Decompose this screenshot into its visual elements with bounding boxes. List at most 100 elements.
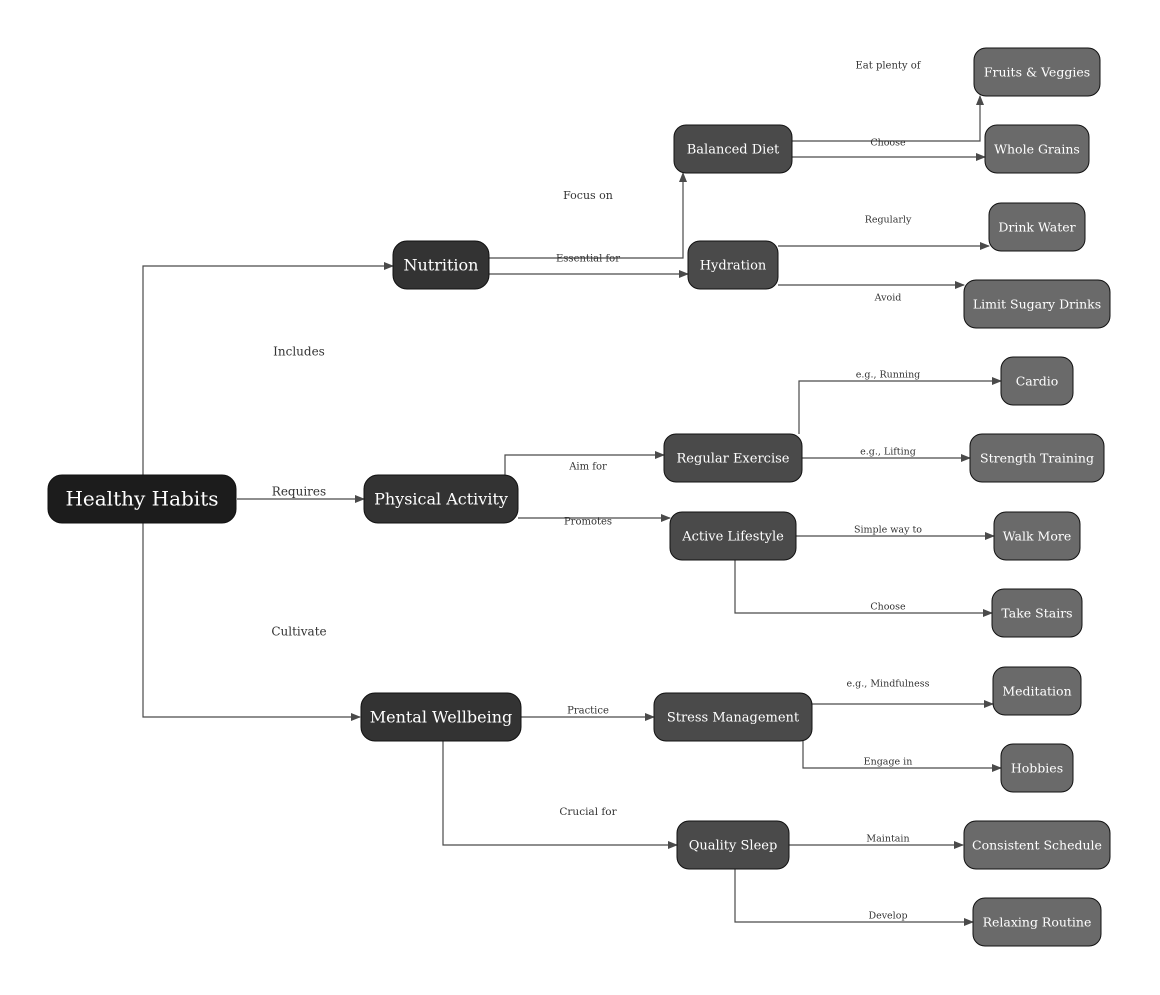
node-box-cardio [1000, 356, 1074, 406]
edges-layer [142, 95, 1002, 926]
edge-label-healthy-habits-to-nutrition: Includes [273, 345, 325, 359]
node-box-fruits-veggies [973, 47, 1101, 97]
node-nutrition: Nutrition [392, 240, 490, 290]
node-take-stairs: Take Stairs [991, 588, 1083, 638]
node-cardio: Cardio [1000, 356, 1074, 406]
node-label-stress-management: Stress Management [667, 711, 800, 726]
node-strength-training: Strength Training [969, 433, 1105, 483]
node-box-regular-exercise [663, 433, 803, 483]
node-box-whole-grains [984, 124, 1090, 174]
node-box-relaxing-routine [972, 897, 1102, 947]
edge-label-stress-management-to-hobbies: Engage in [864, 757, 913, 768]
node-consistent-schedule: Consistent Schedule [963, 820, 1111, 870]
node-regular-exercise: Regular Exercise [663, 433, 803, 483]
node-box-nutrition [392, 240, 490, 290]
edge-physical-activity-to-regular-exercise [504, 451, 665, 475]
edge-label-hydration-to-limit-sugary-drinks: Avoid [874, 293, 902, 304]
node-hydration: Hydration [687, 240, 779, 290]
node-box-hobbies [1000, 743, 1074, 793]
node-box-drink-water [988, 202, 1086, 252]
node-drink-water: Drink Water [988, 202, 1086, 252]
node-box-physical-activity [363, 474, 519, 524]
edge-label-mental-wellbeing-to-quality-sleep: Crucial for [559, 806, 617, 818]
edge-label-healthy-habits-to-mental-wellbeing: Cultivate [271, 625, 326, 639]
edge-healthy-habits-to-mental-wellbeing [142, 523, 361, 721]
node-label-take-stairs: Take Stairs [1001, 606, 1072, 621]
edge-label-nutrition-to-balanced-diet: Focus on [563, 189, 613, 202]
node-box-consistent-schedule [963, 820, 1111, 870]
edge-label-active-lifestyle-to-take-stairs: Choose [870, 602, 906, 613]
node-label-active-lifestyle: Active Lifestyle [681, 530, 784, 545]
edge-active-lifestyle-to-take-stairs [734, 560, 993, 617]
node-label-relaxing-routine: Relaxing Routine [983, 915, 1092, 930]
node-box-active-lifestyle [669, 511, 797, 561]
node-mental-wellbeing: Mental Wellbeing [360, 692, 522, 742]
edge-label-mental-wellbeing-to-stress-management: Practice [567, 706, 609, 717]
edge-label-balanced-diet-to-whole-grains: Choose [870, 138, 906, 149]
node-label-healthy-habits: Healthy Habits [65, 487, 218, 511]
edge-label-regular-exercise-to-cardio: e.g., Running [856, 370, 921, 381]
node-balanced-diet: Balanced Diet [673, 124, 793, 174]
edge-label-quality-sleep-to-consistent-schedule: Maintain [866, 834, 909, 845]
node-box-limit-sugary-drinks [963, 279, 1111, 329]
edge-label-stress-management-to-meditation: e.g., Mindfulness [847, 679, 930, 690]
edge-label-healthy-habits-to-physical-activity: Requires [272, 485, 326, 499]
edge-quality-sleep-to-relaxing-routine [734, 869, 974, 926]
node-fruits-veggies: Fruits & Veggies [973, 47, 1101, 97]
node-label-strength-training: Strength Training [980, 451, 1094, 466]
node-label-balanced-diet: Balanced Diet [687, 143, 780, 158]
node-active-lifestyle: Active Lifestyle [669, 511, 797, 561]
edge-label-active-lifestyle-to-walk-more: Simple way to [854, 525, 922, 536]
node-label-consistent-schedule: Consistent Schedule [972, 838, 1102, 853]
node-label-whole-grains: Whole Grains [994, 142, 1080, 157]
node-label-physical-activity: Physical Activity [374, 490, 508, 509]
edge-label-physical-activity-to-regular-exercise: Aim for [568, 462, 607, 473]
node-box-quality-sleep [676, 820, 790, 870]
node-relaxing-routine: Relaxing Routine [972, 897, 1102, 947]
edge-label-balanced-diet-to-fruits-veggies: Eat plenty of [856, 61, 922, 72]
node-box-strength-training [969, 433, 1105, 483]
edge-regular-exercise-to-cardio [798, 377, 1002, 434]
edge-label-physical-activity-to-active-lifestyle: Promotes [564, 517, 612, 528]
edge-label-nutrition-to-hydration: Essential for [556, 254, 620, 265]
node-label-cardio: Cardio [1016, 374, 1059, 389]
node-label-nutrition: Nutrition [404, 256, 479, 275]
node-box-meditation [992, 666, 1082, 716]
node-box-healthy-habits [47, 474, 237, 524]
edge-balanced-diet-to-fruits-veggies [792, 95, 984, 142]
node-meditation: Meditation [992, 666, 1082, 716]
node-box-balanced-diet [673, 124, 793, 174]
node-hobbies: Hobbies [1000, 743, 1074, 793]
node-label-limit-sugary-drinks: Limit Sugary Drinks [973, 297, 1101, 312]
node-box-hydration [687, 240, 779, 290]
edge-nutrition-to-balanced-diet [489, 172, 687, 259]
node-label-mental-wellbeing: Mental Wellbeing [370, 708, 513, 727]
node-label-drink-water: Drink Water [998, 220, 1075, 235]
edge-label-regular-exercise-to-strength-training: e.g., Lifting [860, 447, 916, 458]
node-box-walk-more [993, 511, 1081, 561]
node-whole-grains: Whole Grains [984, 124, 1090, 174]
node-healthy-habits: Healthy Habits [47, 474, 237, 524]
node-label-walk-more: Walk More [1003, 529, 1071, 544]
node-label-fruits-veggies: Fruits & Veggies [984, 65, 1090, 80]
node-physical-activity: Physical Activity [363, 474, 519, 524]
node-quality-sleep: Quality Sleep [676, 820, 790, 870]
node-box-stress-management [653, 692, 813, 742]
node-limit-sugary-drinks: Limit Sugary Drinks [963, 279, 1111, 329]
edge-healthy-habits-to-nutrition [142, 262, 394, 475]
edge-stress-management-to-hobbies [802, 741, 1002, 772]
edge-label-hydration-to-drink-water: Regularly [865, 215, 912, 226]
node-label-hobbies: Hobbies [1011, 761, 1063, 776]
node-stress-management: Stress Management [653, 692, 813, 742]
node-box-take-stairs [991, 588, 1083, 638]
node-label-meditation: Meditation [1002, 684, 1071, 699]
node-walk-more: Walk More [993, 511, 1081, 561]
node-label-hydration: Hydration [700, 259, 767, 274]
node-box-mental-wellbeing [360, 692, 522, 742]
node-label-regular-exercise: Regular Exercise [677, 452, 790, 467]
edge-mental-wellbeing-to-quality-sleep [442, 741, 678, 849]
node-label-quality-sleep: Quality Sleep [689, 839, 778, 854]
